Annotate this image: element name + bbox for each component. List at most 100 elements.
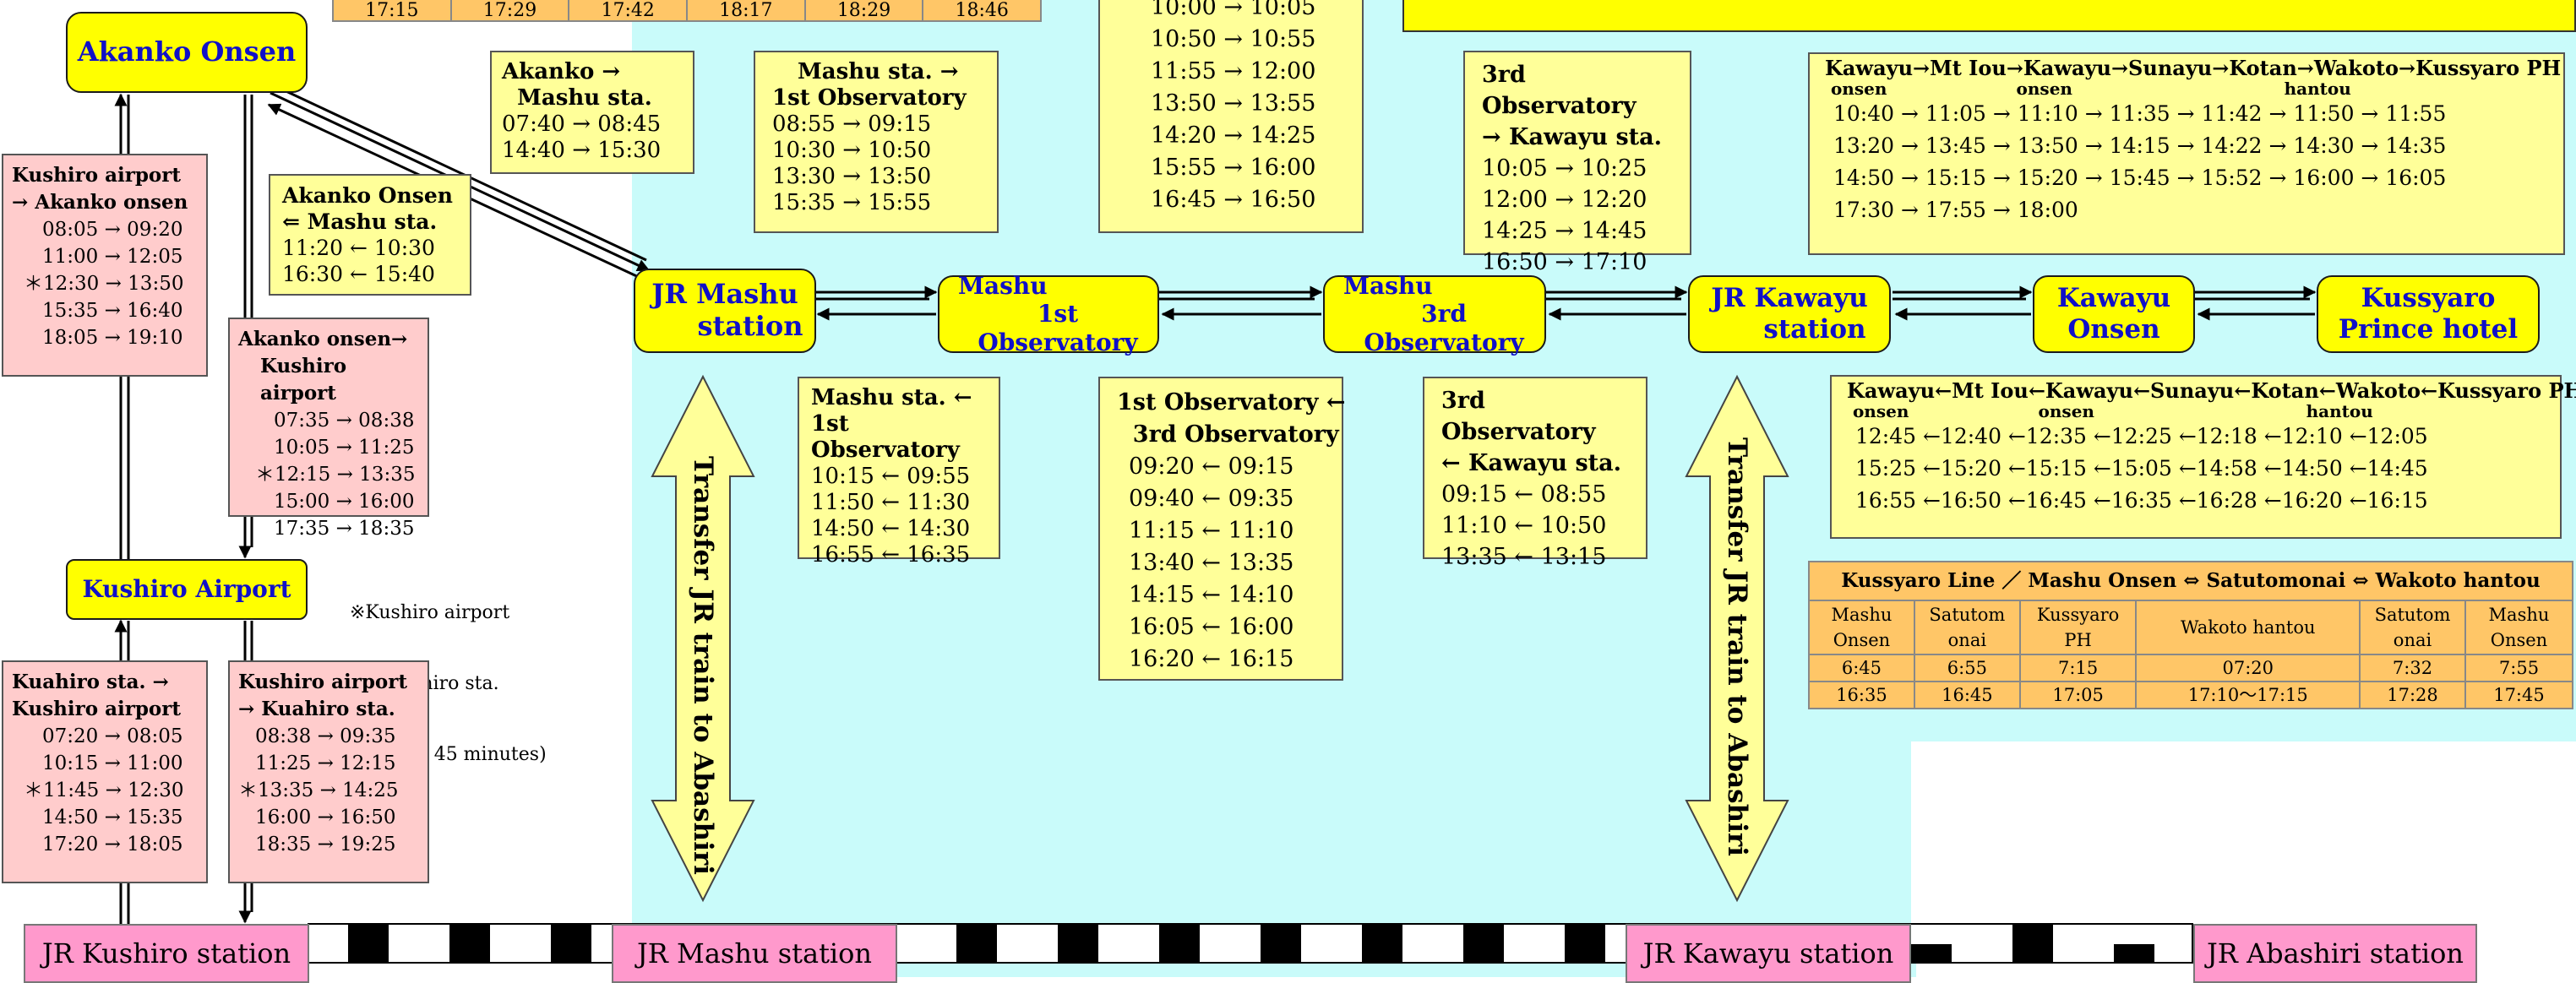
time-row: 18:05 → 19:10: [42, 327, 183, 349]
time-cell: 18:17: [688, 0, 806, 21]
jr-mashu-node[interactable]: JR Mashu station: [634, 269, 816, 353]
top-yellow-panel: [1402, 0, 2576, 32]
kussyaro-line-table: Kussyaro Line ／ Mashu Onsen ⇔ Satutomona…: [1808, 561, 2574, 709]
box-heading: → Akanko onsen: [12, 191, 188, 214]
white-corner: [1911, 741, 2576, 923]
time-row: 11:15 ← 11:10: [1129, 518, 1294, 544]
3rd-to-1st-observatory-box: 1st Observatory ← 3rd Observatory 09:20 …: [1098, 377, 1346, 681]
table-cell: 6:45: [1808, 654, 1915, 682]
mashu-to-1st-observatory-box: Mashu sta. → 1st Observatory 08:55 → 09:…: [754, 51, 999, 233]
kawayu-onsen-node[interactable]: Kawayu Onsen: [2033, 275, 2195, 353]
mashu-1st-observatory-node[interactable]: Mashu 1st Observatory: [938, 272, 1159, 356]
jr-kawayu-station[interactable]: JR Kawayu station: [1626, 924, 1911, 983]
akanko-onsen-node[interactable]: Akanko Onsen: [66, 12, 308, 93]
time-row: 08:55 → 09:15: [772, 111, 932, 137]
time-row: 08:38 → 09:35: [255, 725, 396, 747]
box-heading: 3rd Observatory: [1482, 62, 1637, 119]
route-subheader: onsen onsen hantou: [1847, 401, 2373, 421]
table-cell: 6:55: [1913, 654, 2021, 682]
kawayu-route-forward-box: Kawayu→Mt Iou→Kawayu→Sunayu→Kotan→Wakoto…: [1808, 52, 2565, 255]
time-row: ＊12:30 → 13:50: [24, 273, 184, 295]
box-heading: Mashu sta.: [502, 85, 652, 111]
table-header: Kussyaro PH: [2018, 600, 2138, 655]
1st-to-3rd-observatory-box: 10:00 → 10:05 10:50 → 10:55 11:55 → 12:0…: [1098, 0, 1364, 233]
box-heading: Kushiro airport: [238, 671, 408, 693]
box-heading: → Kuahiro sta.: [238, 698, 395, 720]
top-time-table: 17:15 17:29 17:42 18:17 18:29 18:46: [332, 0, 1042, 22]
box-heading: 1st Observatory ←: [1117, 389, 1346, 415]
time-row: 13:30 → 13:50: [772, 164, 932, 189]
time-row: 18:35 → 19:25: [255, 834, 396, 855]
time-row: 10:30 → 10:50: [772, 138, 932, 163]
table-cell: 16:35: [1808, 681, 1915, 709]
time-row: 12:00 → 12:20: [1482, 187, 1647, 213]
mashu-3rd-observatory-node[interactable]: Mashu 3rd Observatory: [1323, 272, 1546, 356]
kushiro-airport-label: Kushiro Airport: [82, 575, 291, 604]
time-row: 08:05 → 09:20: [42, 219, 183, 241]
akanko-onsen-label: Akanko Onsen: [77, 35, 297, 68]
time-row: 13:40 ← 13:35: [1129, 550, 1294, 576]
kussyaro-prince-hotel-node[interactable]: Kussyaro Prince hotel: [2317, 275, 2540, 353]
jr-mashu-station[interactable]: JR Mashu station: [612, 924, 897, 983]
route-row: 13:20 → 13:45 → 13:50 → 14:15 → 14:22 → …: [1833, 133, 2447, 158]
jr-kushiro-station[interactable]: JR Kushiro station: [24, 924, 309, 983]
route-header: Kawayu→Mt Iou→Kawayu→Sunayu→Kotan→Wakoto…: [1825, 56, 2562, 80]
time-row: 14:25 → 14:45: [1482, 218, 1647, 244]
table-header: Satutom onai: [1913, 600, 2021, 655]
box-heading: Kuahiro sta. →: [12, 671, 169, 693]
time-row: 11:00 → 12:05: [42, 246, 183, 268]
jr-kawayu-node[interactable]: JR Kawayu station: [1688, 275, 1891, 353]
table-cell: 7:55: [2464, 654, 2574, 682]
time-row: 17:20 → 18:05: [42, 834, 183, 855]
box-heading: Akanko →: [502, 59, 621, 84]
time-row: 13:50 → 13:55: [1151, 90, 1316, 117]
box-heading: 3rd Observatory: [1117, 421, 1339, 448]
airport-to-station-box: Kushiro airport → Kuahiro sta. 08:38 → 0…: [228, 660, 429, 883]
box-heading: → Kawayu sta.: [1482, 124, 1663, 150]
table-cell: 07:20: [2135, 654, 2361, 682]
table-cell: 17:10～17:15: [2135, 681, 2361, 709]
time-row: 15:35 → 15:55: [772, 190, 932, 215]
kussyaro-label-2: Prince hotel: [2338, 314, 2519, 345]
table-header: Wakoto hantou: [2135, 600, 2361, 655]
table-title: Kussyaro Line ／ Mashu Onsen ⇔ Satutomona…: [1808, 561, 2573, 601]
box-heading: 1st Observatory: [811, 411, 960, 463]
time-row: 17:35 → 18:35: [274, 518, 415, 540]
box-heading: ⇐ Mashu sta.: [282, 209, 438, 234]
time-row: 10:15 → 11:00: [42, 752, 183, 774]
time-row: ＊11:45 → 12:30: [24, 779, 184, 801]
time-row: 16:30 ← 15:40: [282, 262, 435, 286]
time-row: 14:50 → 15:35: [42, 806, 183, 828]
kushiro-airport-node[interactable]: Kushiro Airport: [66, 559, 308, 620]
time-row: 15:55 → 16:00: [1151, 155, 1316, 181]
mashu3-label-1: Mashu: [1343, 272, 1433, 301]
time-row: 07:35 → 08:38: [274, 410, 415, 432]
mashu-to-akanko-box: Akanko Onsen ⇐ Mashu sta. 11:20 ← 10:30 …: [269, 174, 471, 296]
table-header: Mashu Onsen: [2464, 600, 2574, 655]
3rd-observatory-to-kawayu-box: 3rd Observatory → Kawayu sta. 10:05 → 10…: [1463, 51, 1691, 275]
route-row: 17:30 → 17:55 → 18:00: [1833, 198, 2078, 222]
time-row: 16:45 → 16:50: [1151, 187, 1316, 213]
time-row: 15:00 → 16:00: [274, 491, 415, 513]
time-row: 10:50 → 10:55: [1151, 26, 1316, 52]
time-row: 07:40 → 08:45: [502, 111, 662, 137]
time-row: 10:05 → 10:25: [1482, 155, 1647, 182]
time-row: ＊12:15 → 13:35: [255, 464, 416, 486]
jr-abashiri-station[interactable]: JR Abashiri station: [2193, 924, 2477, 983]
route-row: 12:45 ←12:40 ←12:35 ←12:25 ←12:18 ←12:10…: [1855, 424, 2428, 448]
route-row: 14:50 → 15:15 → 15:20 → 15:45 → 15:52 → …: [1833, 166, 2447, 190]
route-header: Kawayu←Mt Iou←Kawayu←Sunayu←Kotan←Wakoto…: [1847, 378, 2576, 403]
route-row: 10:40 → 11:05 → 11:10 → 11:35 → 11:42 → …: [1833, 101, 2447, 126]
route-subheader: onsen onsen hantou: [1825, 79, 2351, 99]
table-cell: 7:32: [2359, 654, 2466, 682]
time-row: 11:55 → 12:00: [1151, 58, 1316, 84]
akanko-to-mashu-box: Akanko → Mashu sta. 07:40 → 08:45 14:40 …: [490, 51, 694, 174]
box-heading: ← Kawayu sta.: [1441, 450, 1622, 476]
time-row: 16:20 ← 16:15: [1129, 646, 1294, 672]
time-row: 14:15 ← 14:10: [1129, 582, 1294, 608]
table-cell: 17:05: [2018, 681, 2138, 709]
transfer-label-kawayu: Transfer JR train to Abashiri: [1722, 437, 1752, 856]
time-cell: 18:29: [806, 0, 924, 21]
time-row: 14:40 → 15:30: [502, 138, 662, 163]
jr-kawayu-label-2: station: [1763, 314, 1866, 345]
